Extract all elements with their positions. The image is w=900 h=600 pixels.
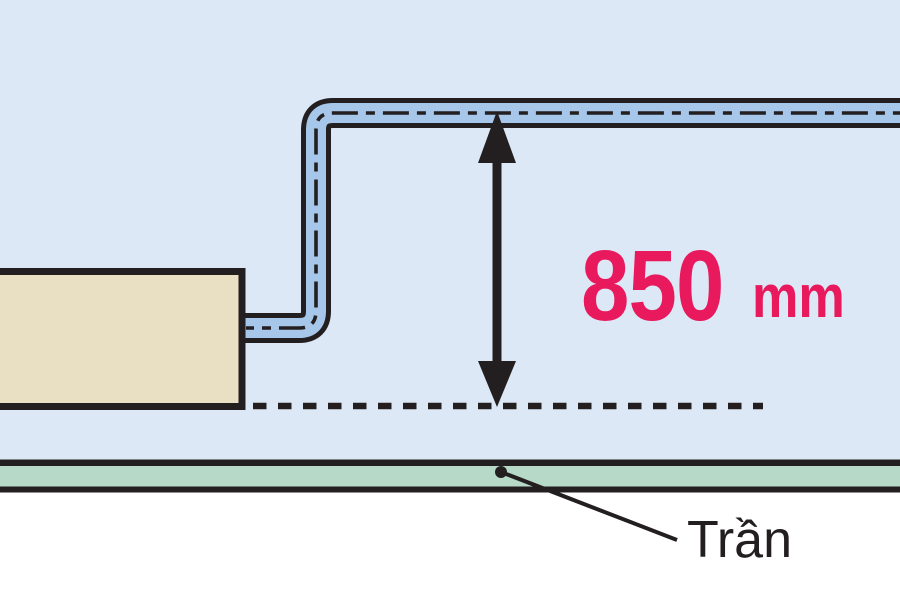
ceiling-leader-line — [500, 470, 678, 542]
pipe-group — [236, 98, 900, 343]
dimension-unit: mm — [752, 263, 845, 330]
ceiling-leader — [495, 466, 678, 542]
dimension-value: 850 — [581, 230, 724, 342]
dimension-arrow-head-up — [478, 111, 516, 163]
indoor-unit-box — [0, 268, 246, 410]
pipe-centerline — [246, 111, 900, 330]
height-dimension-arrow — [478, 111, 516, 407]
dimension-arrow-head-down — [478, 361, 516, 407]
ceiling-strip — [0, 459, 900, 493]
ceiling-fill-band — [0, 466, 900, 487]
ceiling-label: Trần — [687, 511, 792, 569]
ceiling-leader-dot — [495, 466, 507, 478]
